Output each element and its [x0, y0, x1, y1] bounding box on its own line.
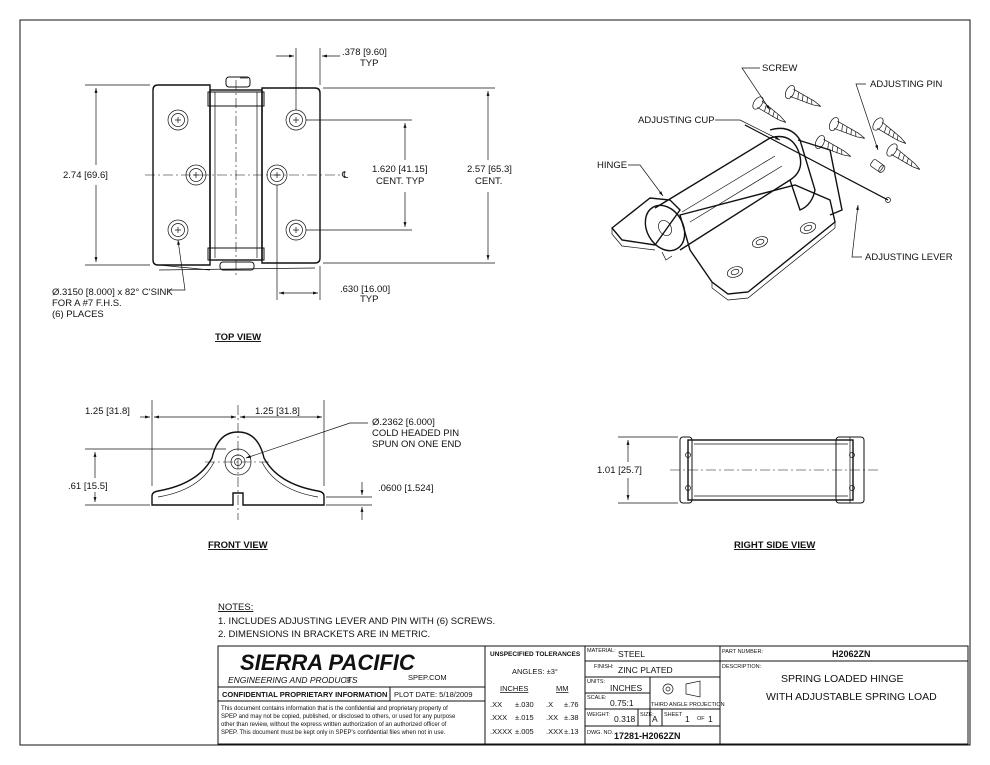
tol-mm-val: ±.76: [564, 700, 579, 709]
tol-in-val: ±.015: [515, 713, 534, 722]
tol-mm-fmt: .XXX: [546, 727, 563, 736]
label-adjusting-lever: ADJUSTING LEVER: [865, 252, 953, 263]
sheet-total: 1: [708, 714, 713, 724]
projection-label: THIRD ANGLE PROJECTION: [651, 702, 725, 708]
note-1: 1. INCLUDES ADJUSTING LEVER AND PIN WITH…: [218, 616, 495, 627]
description-label: DESCRIPTION:: [722, 664, 762, 670]
dim-leaf-height: 2.57 [65.3]: [467, 164, 512, 175]
hole-note-2: FOR A #7 F.H.S.: [52, 298, 122, 309]
company-subtitle: ENGINEERING AND PRODUCTS: [228, 675, 358, 685]
title-block: SIERRA PACIFIC ENGINEERING AND PRODUCTS …: [217, 645, 969, 745]
tolerance-row: .XXXX ±.005 .XXX ±.13: [490, 727, 579, 736]
tol-mm-val: ±.13: [564, 727, 579, 736]
label-adjusting-pin: ADJUSTING PIN: [870, 79, 942, 90]
material-value: STEEL: [618, 649, 645, 659]
units-value: INCHES: [610, 683, 642, 693]
right-view-title: RIGHT SIDE VIEW: [734, 540, 815, 551]
dim-front-thickness: .0600 [1.524]: [378, 483, 433, 494]
top-view-title: TOP VIEW: [215, 332, 261, 343]
size-label: SIZE:: [640, 712, 654, 718]
dim-front-left-width: 1.25 [31.8]: [85, 406, 130, 417]
dim-top-offset: .378 [9.60]: [342, 47, 387, 58]
tol-mm-val: ±.38: [564, 713, 579, 722]
tol-in-fmt: .XXXX: [490, 727, 512, 736]
centerline-symbol: ℄: [341, 170, 349, 181]
description-line-1: SPRING LOADED HINGE: [781, 673, 904, 685]
dim-overall-width: 2.74 [69.6]: [63, 170, 108, 181]
dim-hole-spacing: 1.620 [41.15]: [372, 164, 427, 175]
company-website: SPEP.COM: [408, 673, 447, 682]
hole-note-1: Ø.3150 [8.000] x 82° C'SINK: [52, 287, 173, 298]
plot-date: PLOT DATE: 5/18/2009: [394, 690, 473, 699]
tolerances-angles: ANGLES: ±3°: [512, 667, 558, 676]
dim-leaf-height-note: CENT.: [475, 176, 502, 187]
description-line-2: WITH ADJUSTABLE SPRING LOAD: [766, 691, 937, 703]
tol-mm-fmt: .X: [546, 700, 553, 709]
right-side-view: 1.01 [25.7] RIGHT SIDE VIEW: [597, 436, 880, 551]
material-label: MATERIAL:: [587, 648, 616, 654]
tolerance-row: .XXX ±.015 .XX ±.38: [490, 713, 579, 722]
label-screw: SCREW: [762, 63, 797, 74]
isometric-view: SCREW ADJUSTING PIN ADJUSTING CUP HINGE …: [597, 63, 953, 301]
confidential-line-2: SPEP and may not be copied, published, o…: [221, 714, 456, 720]
dim-front-right-width: 1.25 [31.8]: [255, 406, 300, 417]
part-number: H2062ZN: [832, 649, 871, 659]
tolerance-row: .XX ±.030 .X ±.76: [490, 700, 579, 709]
hole-note-3: (6) PLACES: [52, 309, 104, 320]
pin-note-1: Ø.2362 [6.000]: [372, 417, 435, 428]
confidential-heading: CONFIDENTIAL PROPRIETARY INFORMATION: [222, 690, 387, 699]
sheet-label: SHEET: [664, 712, 683, 718]
size-value: A: [652, 714, 658, 724]
confidential-line-1: This document contains information that …: [221, 706, 448, 712]
tolerances-inches-label: INCHES: [500, 684, 528, 693]
tol-mm-fmt: .XX: [546, 713, 558, 722]
tolerances-mm-label: MM: [556, 684, 569, 693]
pin-note-3: SPUN ON ONE END: [372, 439, 461, 450]
dim-right-height: 1.01 [25.7]: [597, 465, 642, 476]
units-label: UNITS:: [587, 679, 606, 685]
tol-in-fmt: .XXX: [490, 713, 507, 722]
front-view-title: FRONT VIEW: [208, 540, 268, 551]
note-2: 2. DIMENSIONS IN BRACKETS ARE IN METRIC.: [218, 629, 430, 640]
dim-bottom-offset: .630 [16.00]: [340, 284, 390, 295]
tolerances-heading: UNSPECIFIED TOLERANCES: [490, 651, 581, 658]
scale-value: 0.75:1: [610, 698, 634, 708]
third-angle-projection-icon: [662, 680, 701, 698]
dwg-no-label: DWG. NO.: [587, 730, 614, 736]
sheet-border: [19, 19, 971, 746]
sheet-of-label: OF: [697, 716, 705, 722]
notes-heading: NOTES:: [218, 602, 253, 613]
pin-note-2: COLD HEADED PIN: [372, 428, 459, 439]
top-view: 2.74 [69.6] 2.57 [65.3] CENT. 1.620 [41.…: [52, 47, 512, 343]
weight-label: WEIGHT:: [587, 712, 610, 718]
part-number-label: PART NUMBER:: [722, 649, 763, 655]
registered-mark: ®: [345, 676, 351, 685]
notes: NOTES: 1. INCLUDES ADJUSTING LEVER AND P…: [218, 602, 495, 640]
scale-label: SCALE:: [587, 695, 607, 701]
tol-in-fmt: .XX: [490, 700, 502, 709]
dim-front-height: .61 [15.5]: [68, 481, 108, 492]
sheet-number: 1: [685, 714, 690, 724]
tol-in-val: ±.005: [515, 727, 534, 736]
dwg-no-value: 17281-H2062ZN: [614, 731, 681, 741]
dim-hole-spacing-note: CENT. TYP: [376, 176, 424, 187]
finish-value: ZINC PLATED: [618, 665, 673, 675]
dim-top-offset-note: TYP: [360, 58, 378, 69]
weight-value: 0.318: [614, 714, 636, 724]
dim-bottom-offset-note: TYP: [360, 294, 378, 305]
label-hinge: HINGE: [597, 160, 627, 171]
company-name: SIERRA PACIFIC: [240, 650, 416, 675]
front-view: 1.25 [31.8] 1.25 [31.8] .61 [15.5] .0600…: [68, 400, 461, 551]
tol-in-val: ±.030: [515, 700, 534, 709]
label-adjusting-cup: ADJUSTING CUP: [638, 115, 715, 126]
confidential-line-3: other than review, without the express w…: [221, 722, 447, 728]
finish-label: FINISH:: [594, 664, 614, 670]
confidential-line-4: SPEP. This document must be kept only in…: [221, 730, 446, 736]
